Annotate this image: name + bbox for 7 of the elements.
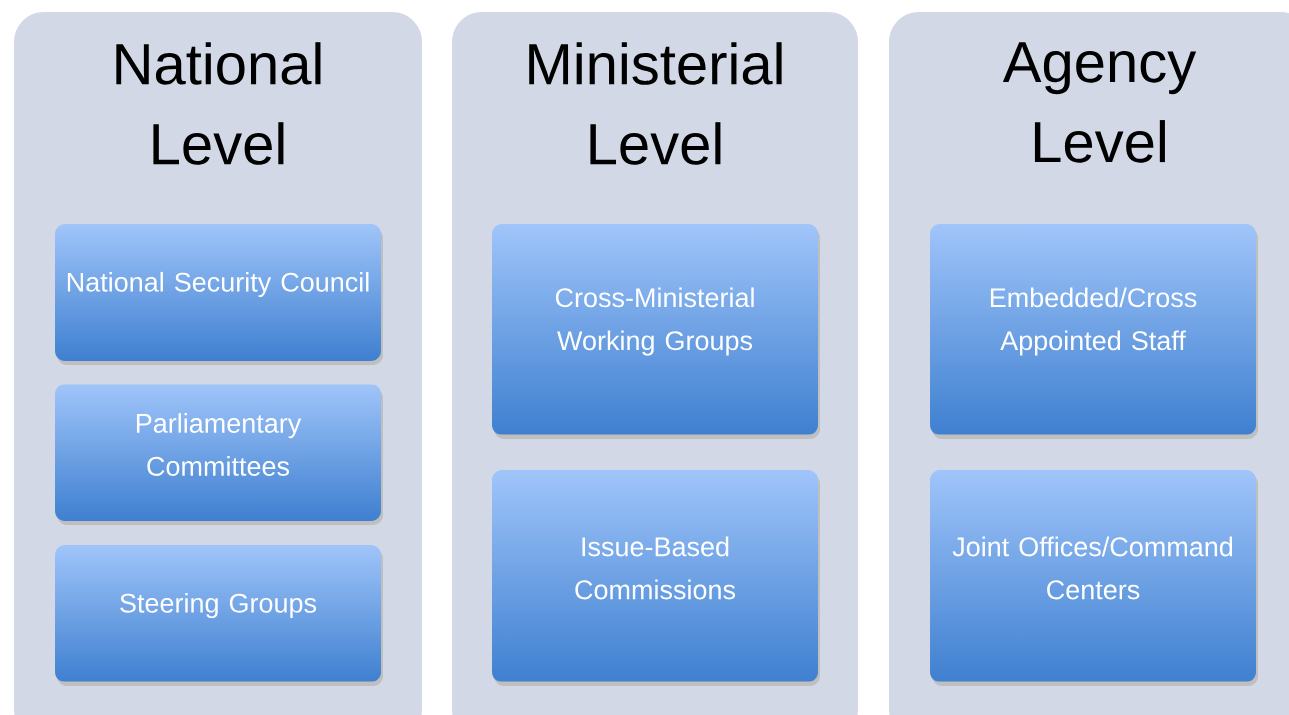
group-box: Joint Offices/Command Centers xyxy=(930,470,1258,686)
group-box: Embedded/Cross Appointed Staff xyxy=(930,224,1258,439)
group-box: Parliamentary Committees xyxy=(55,384,383,525)
group-box: Issue-Based Commissions xyxy=(492,470,820,686)
group-box: Steering Groups xyxy=(55,545,383,686)
group-box: National Security Council xyxy=(55,224,383,365)
group-box: Cross-Ministerial Working Groups xyxy=(492,224,820,439)
